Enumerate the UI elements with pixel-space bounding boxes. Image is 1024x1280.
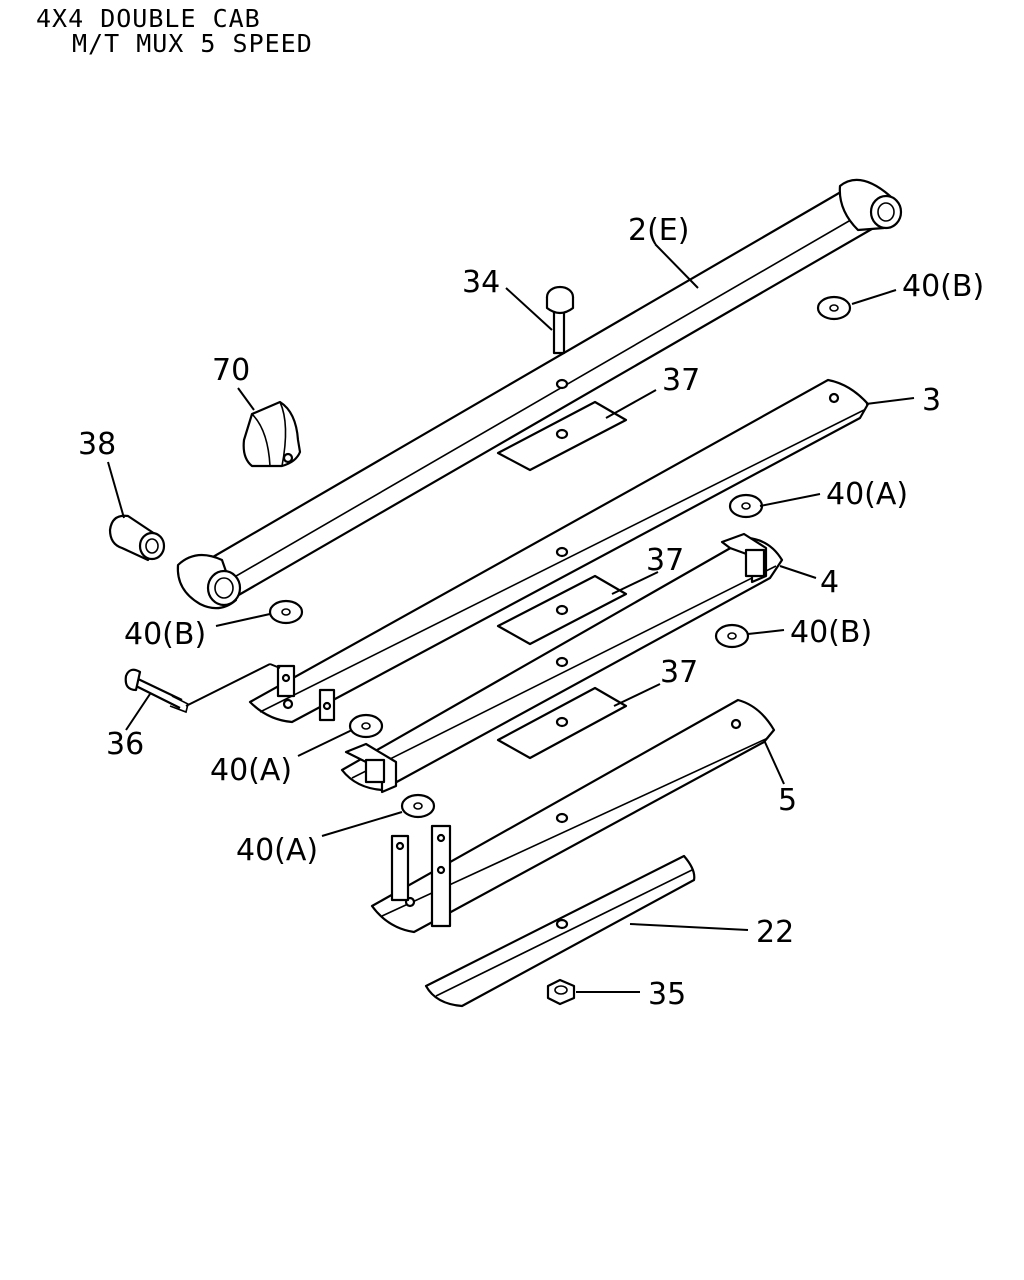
callout-37-low: 37 bbox=[660, 655, 698, 690]
callout-40a-low: 40(A) bbox=[236, 833, 318, 868]
washer-40b-right bbox=[714, 623, 750, 649]
callout-40b-top: 40(B) bbox=[902, 269, 984, 304]
callout-4: 4 bbox=[820, 565, 839, 600]
third-leaf-4 bbox=[340, 532, 784, 794]
second-leaf-3 bbox=[248, 378, 870, 724]
callout-37-mid: 37 bbox=[646, 543, 684, 578]
washer-40b-left bbox=[268, 599, 304, 625]
callout-34: 34 bbox=[462, 265, 500, 300]
nut-35 bbox=[546, 978, 576, 1006]
bushing-38 bbox=[108, 514, 166, 562]
callout-36: 36 bbox=[106, 727, 144, 762]
callout-2e: 2(E) bbox=[628, 213, 689, 248]
callout-3: 3 bbox=[922, 383, 941, 418]
centre-bolt-34 bbox=[545, 285, 575, 355]
diagram-title-line-2: M/T MUX 5 SPEED bbox=[72, 29, 313, 58]
diagram-title-line-1: 4X4 DOUBLE CAB bbox=[36, 4, 261, 33]
washer-40a-low bbox=[400, 793, 436, 819]
leader-lines bbox=[107, 243, 915, 993]
washer-40b-top bbox=[816, 295, 852, 321]
callout-38: 38 bbox=[78, 427, 116, 462]
callout-40a-right: 40(A) bbox=[826, 477, 908, 512]
bump-stopper-70 bbox=[242, 400, 302, 468]
washer-40a-right bbox=[728, 493, 764, 519]
callout-22: 22 bbox=[756, 915, 794, 950]
callout-5: 5 bbox=[778, 783, 797, 818]
main-leaf-2e bbox=[176, 178, 903, 610]
fourth-leaf-5 bbox=[370, 698, 776, 934]
bolt-36 bbox=[124, 663, 281, 714]
callout-40b-right: 40(B) bbox=[790, 615, 872, 650]
callout-40a-left: 40(A) bbox=[210, 753, 292, 788]
callout-40b-left: 40(B) bbox=[124, 617, 206, 652]
callout-35: 35 bbox=[648, 977, 686, 1012]
callout-37-top: 37 bbox=[662, 363, 700, 398]
washer-40a-left bbox=[348, 713, 384, 739]
spacer-22 bbox=[424, 854, 696, 1008]
callout-70: 70 bbox=[212, 353, 250, 388]
